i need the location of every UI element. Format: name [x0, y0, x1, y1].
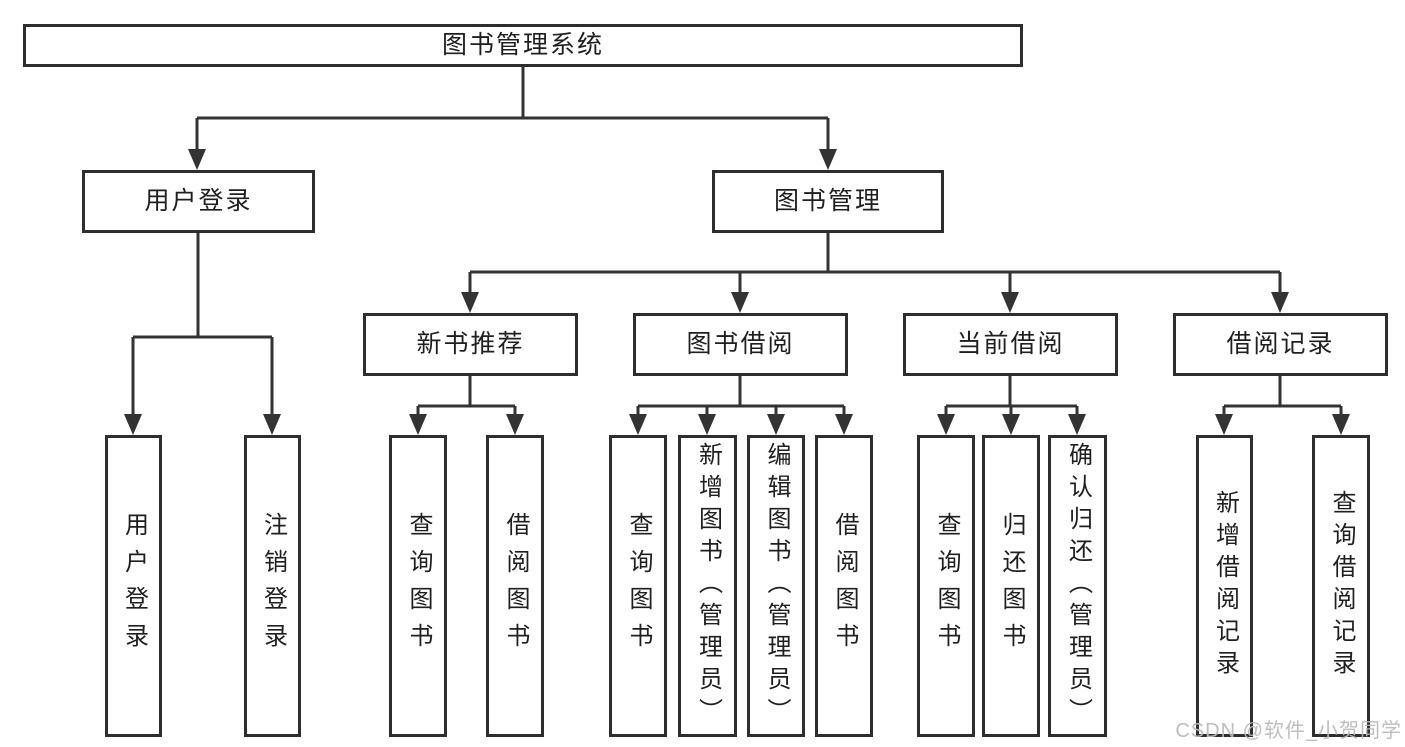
node-label: 借阅记录: [1226, 330, 1335, 358]
node-label: 借阅图书: [831, 512, 858, 660]
watermark: CSDN @软件_小贺同学: [1175, 720, 1402, 742]
node-current-borrow: 当前借阅: [903, 313, 1118, 376]
node-new-book-recommend: 新书推荐: [363, 313, 578, 376]
node-label: 新增图书（管理员）: [694, 442, 722, 730]
node-label: 编辑图书（管理员）: [763, 442, 790, 730]
node-label: 确认归还（管理员）: [1064, 442, 1092, 730]
node-library-system: 图书管理系统: [23, 24, 1023, 67]
node-leaf-add-borrow-record: 新增借阅记录: [1196, 435, 1253, 737]
node-label: 用户登录: [120, 512, 148, 660]
node-label: 图书管理系统: [441, 31, 604, 59]
node-label: 查询图书: [933, 512, 960, 660]
node-label: 归还图书: [998, 512, 1025, 660]
node-borrow-records: 借阅记录: [1173, 313, 1388, 376]
node-user-login: 用户登录: [82, 170, 315, 233]
node-label: 用户登录: [144, 187, 253, 215]
node-label: 新增借阅记录: [1211, 490, 1239, 682]
node-leaf-borrow-books-2: 借阅图书: [815, 435, 873, 737]
node-label: 查询借阅记录: [1328, 490, 1355, 682]
node-leaf-query-books-1: 查询图书: [389, 435, 447, 737]
node-leaf-logout: 注销登录: [244, 435, 301, 737]
node-leaf-query-books-2: 查询图书: [609, 435, 667, 737]
node-book-borrow: 图书借阅: [633, 313, 848, 376]
node-leaf-confirm-return-admin: 确认归还（管理员）: [1048, 435, 1107, 737]
node-label: 图书管理: [773, 187, 882, 215]
node-label: 借阅图书: [502, 512, 529, 660]
node-leaf-return-books: 归还图书: [982, 435, 1040, 737]
node-label: 当前借阅: [956, 330, 1065, 358]
node-leaf-user-login: 用户登录: [105, 435, 162, 737]
node-label: 查询图书: [625, 512, 652, 660]
arrowheads: [124, 149, 1350, 435]
node-leaf-query-books-3: 查询图书: [917, 435, 975, 737]
node-book-management: 图书管理: [712, 170, 944, 233]
node-leaf-query-borrow-record: 查询借阅记录: [1312, 435, 1370, 737]
node-label: 新书推荐: [416, 330, 525, 358]
node-label: 注销登录: [259, 512, 287, 660]
node-leaf-edit-books-admin: 编辑图书（管理员）: [747, 435, 805, 737]
node-leaf-add-books-admin: 新增图书（管理员）: [678, 435, 737, 737]
node-leaf-borrow-books-1: 借阅图书: [486, 435, 544, 737]
node-label: 图书借阅: [686, 330, 795, 358]
node-label: 查询图书: [405, 512, 432, 660]
